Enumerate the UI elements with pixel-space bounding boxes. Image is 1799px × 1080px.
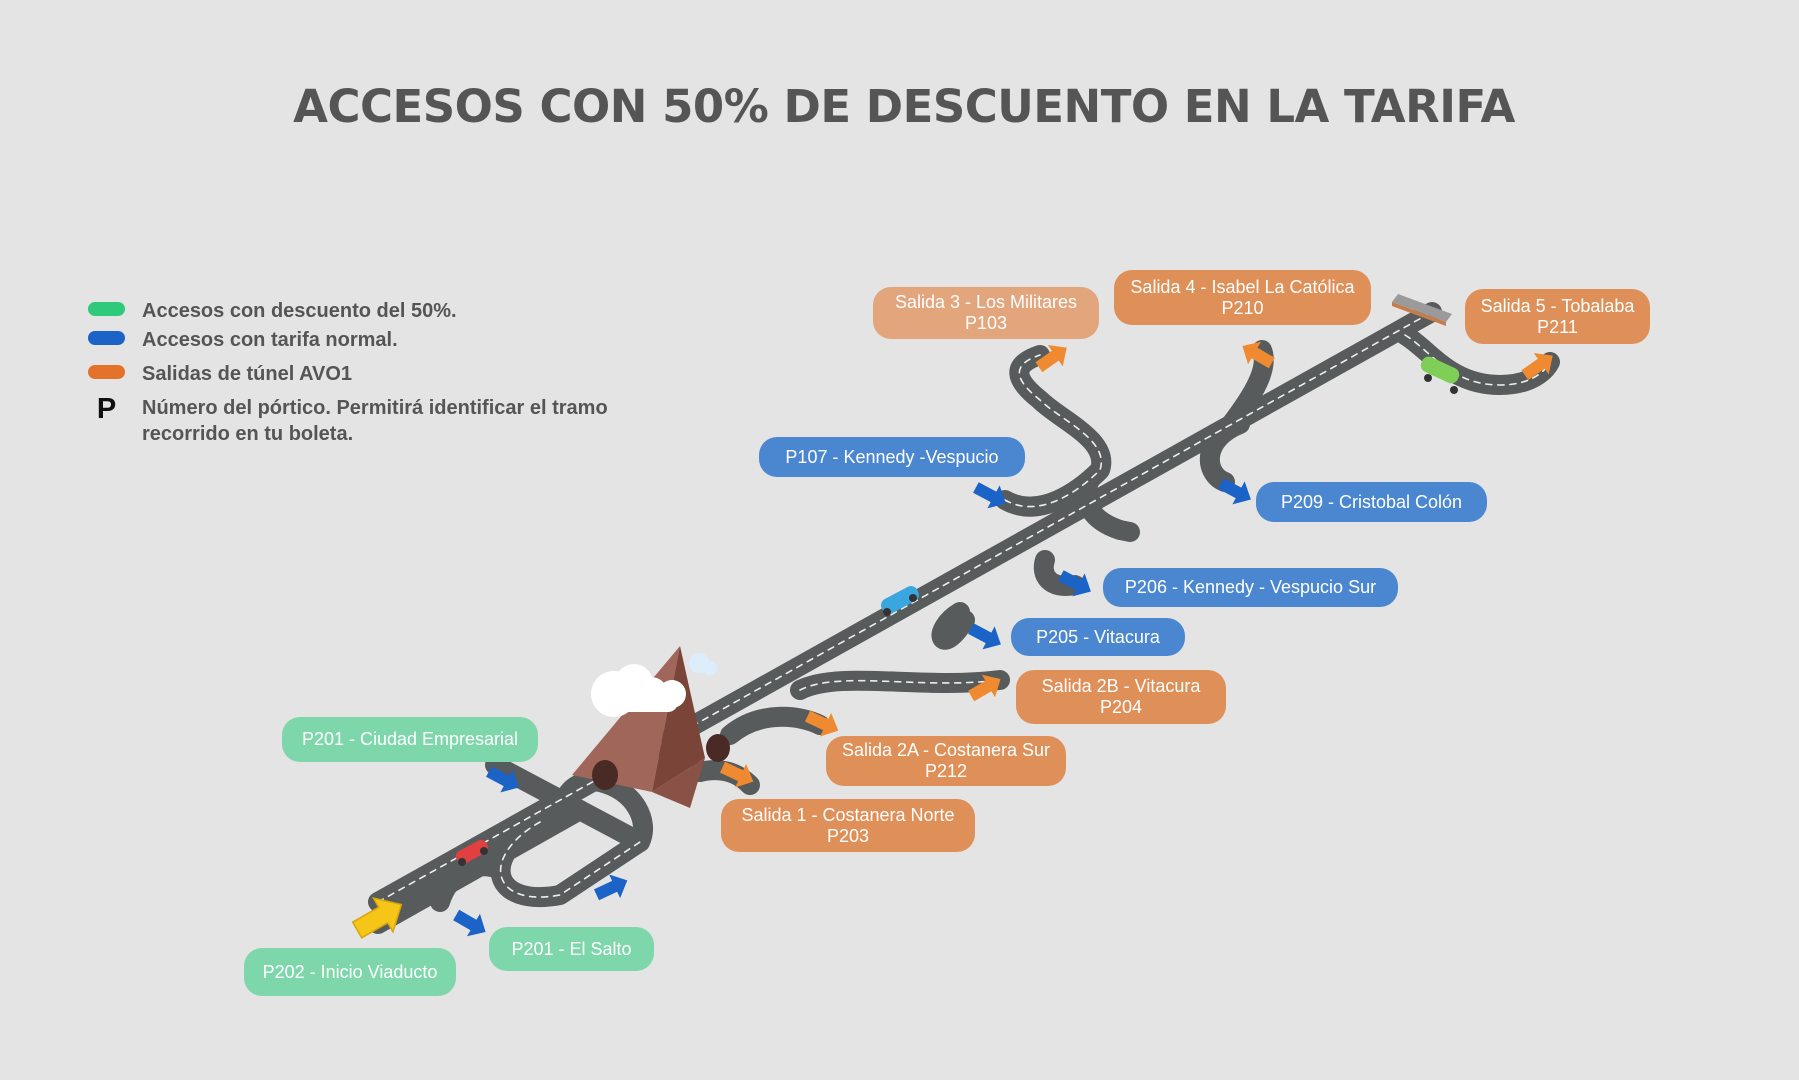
orange-arrow-icons [717, 334, 1561, 794]
label-p201-ciudad-text: P201 - Ciudad Empresarial [301, 729, 519, 749]
label-salida5-name: Salida 5 - Tobalaba [1480, 295, 1635, 316]
label-salida2a-code: P212 [924, 761, 968, 781]
legend-label-discount: Accesos con descuento del 50%. [142, 300, 457, 322]
blue-car-icon [881, 586, 919, 616]
legend-label-exit: Salidas de túnel AVO1 [142, 363, 353, 385]
label-p202: P202 - Inicio Viaducto [244, 948, 456, 996]
orange-swatch-icon [88, 365, 125, 379]
label-salida3: Salida 3 - Los Militares P103 [873, 287, 1099, 339]
legend-portico-line2: recorrido en tu boleta. [142, 423, 354, 445]
green-car-icon [1420, 356, 1460, 394]
label-salida2a-name: Salida 2A - Costanera Sur [841, 740, 1051, 760]
label-salida3-code: P103 [964, 313, 1008, 333]
label-p206: P206 - Kennedy - Vespucio Sur [1103, 568, 1398, 607]
label-p201-salto-text: P201 - El Salto [511, 938, 632, 959]
legend-portico-line1: Número del pórtico. Permitirá identifica… [142, 397, 608, 419]
bridge-icon [1392, 294, 1452, 326]
tunnel-mountain-icon [572, 646, 730, 808]
legend-item-portico: P Número del pórtico. Permitirá identifi… [88, 395, 608, 447]
label-salida2b: Salida 2B - Vitacura P204 [1016, 670, 1226, 724]
legend-item-exit: Salidas de túnel AVO1 [88, 361, 352, 387]
label-salida1-name: Salida 1 - Costanera Norte [741, 804, 955, 825]
label-salida2b-name: Salida 2B - Vitacura [1041, 676, 1201, 696]
label-salida1: Salida 1 - Costanera Norte P203 [721, 799, 975, 852]
label-p107: P107 - Kennedy -Vespucio [759, 437, 1025, 477]
legend-label-normal: Accesos con tarifa normal. [142, 329, 398, 351]
label-salida3-name: Salida 3 - Los Militares [894, 292, 1078, 312]
label-salida4-code: P210 [1221, 297, 1264, 318]
blue-swatch-icon [88, 331, 125, 345]
label-salida4: Salida 4 - Isabel La Católica P210 [1114, 270, 1371, 325]
label-salida4-name: Salida 4 - Isabel La Católica [1130, 276, 1355, 297]
green-swatch-icon [88, 302, 125, 316]
cloud-icon [591, 664, 686, 717]
page-title: ACCESOS CON 50% DE DESCUENTO EN LA TARIF… [293, 80, 1515, 133]
road-lane-markings [377, 311, 1551, 903]
label-p206-text: P206 - Kennedy - Vespucio Sur [1124, 577, 1377, 597]
label-p205-text: P205 - Vitacura [1036, 626, 1160, 647]
label-salida2b-code: P204 [1099, 697, 1143, 717]
red-car-icon [455, 839, 489, 866]
legend-item-normal: Accesos con tarifa normal. [88, 327, 398, 353]
legend-item-discount: Accesos con descuento del 50%. [88, 298, 457, 324]
label-salida2a: Salida 2A - Costanera Sur P212 [826, 736, 1066, 786]
label-salida5-code: P211 [1537, 316, 1578, 337]
label-p201-salto: P201 - El Salto [489, 927, 654, 971]
label-p202-text: P202 - Inicio Viaducto [262, 961, 438, 982]
legend-label-portico: Número del pórtico. Permitirá identifica… [142, 395, 608, 447]
label-p107-text: P107 - Kennedy -Vespucio [785, 446, 999, 467]
label-p201-ciudad: P201 - Ciudad Empresarial [282, 717, 538, 762]
label-p209: P209 - Cristobal Colón [1256, 482, 1487, 522]
label-salida5: Salida 5 - Tobalaba P211 [1465, 289, 1650, 344]
label-salida1-code: P203 [826, 825, 870, 846]
portico-p-icon: P [96, 393, 117, 425]
label-p209-text: P209 - Cristobal Colón [1280, 491, 1463, 512]
label-p205: P205 - Vitacura [1011, 618, 1185, 656]
